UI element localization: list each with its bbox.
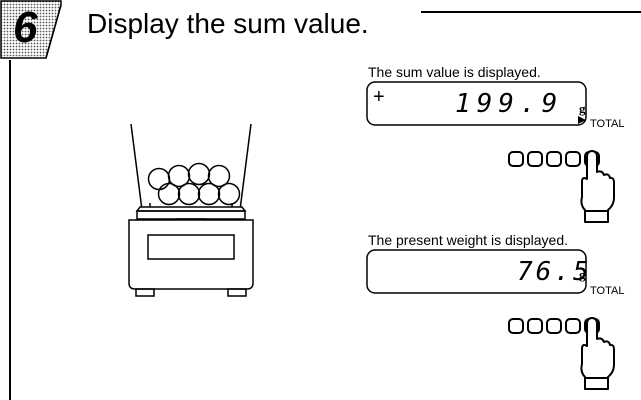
left-margin-rule: [9, 60, 11, 400]
key: [527, 318, 543, 334]
keypad-1: [508, 151, 600, 167]
key: [546, 151, 562, 167]
pointing-hand-icon: [580, 317, 615, 390]
present-weight-readout: 76.5: [517, 257, 592, 287]
present-weight-display-panel: [366, 249, 587, 294]
unit-label: g: [579, 101, 586, 116]
scale-pan: [136, 210, 246, 220]
key: [527, 151, 543, 167]
scale-display-window: [147, 234, 235, 260]
container-right-wall: [239, 123, 252, 211]
container-left-wall: [130, 123, 143, 211]
sign-indicator: +: [373, 86, 385, 108]
keypad-2: [508, 318, 600, 334]
step-number: 6: [13, 3, 38, 52]
present-weight-caption: The present weight is displayed.: [368, 232, 568, 248]
scale-foot-left: [135, 288, 155, 297]
pointing-hand-icon: [580, 150, 615, 223]
key: [546, 318, 562, 334]
unit-label: g: [579, 267, 586, 282]
key: [565, 151, 581, 167]
scale-illustration: [128, 123, 254, 297]
key: [565, 318, 581, 334]
scale-body: [128, 219, 254, 290]
key: [508, 151, 524, 167]
sum-caption: The sum value is displayed.: [368, 64, 541, 80]
step-number-badge: [0, 0, 62, 59]
scale-foot-right: [227, 288, 247, 297]
total-indicator: TOTAL: [590, 285, 625, 297]
balls-group: [147, 162, 241, 206]
header-rule: [421, 11, 641, 13]
step-title: Display the sum value.: [87, 8, 369, 39]
key: [508, 318, 524, 334]
step-badge: 6: [1, 1, 61, 59]
sum-display-panel: [366, 81, 587, 126]
total-arrow-indicator: [578, 116, 586, 124]
total-indicator: TOTAL: [590, 118, 625, 130]
sum-readout: 199.9: [455, 89, 564, 119]
